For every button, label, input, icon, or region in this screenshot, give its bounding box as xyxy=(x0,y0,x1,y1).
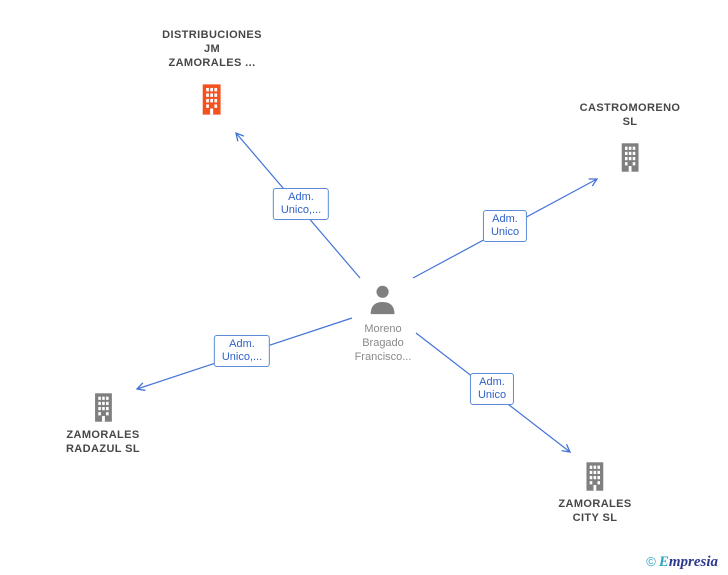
building-icon xyxy=(87,392,118,423)
building-icon xyxy=(196,83,229,116)
edge-label-adm-unico-castromoreno: Adm. Unico xyxy=(482,210,528,242)
company-name-line: ZAMORALES ... xyxy=(168,57,256,69)
copyright-icon: © xyxy=(646,554,656,569)
person-name-line: Francisco... xyxy=(354,351,412,363)
company-name-line: SL xyxy=(622,116,638,128)
edge-label-line: Adm. xyxy=(229,338,255,350)
company-name-line: JM xyxy=(203,43,221,55)
company-name: CASTROMORENO SL xyxy=(580,101,681,129)
logo-text: mpresia xyxy=(668,554,718,570)
company-name-line: ZAMORALES xyxy=(66,429,140,441)
company-node-zamorales-city[interactable]: ZAMORALES CITY SL xyxy=(558,461,631,525)
company-name-line: CASTROMORENO xyxy=(579,102,681,114)
edge-label-line: Adm. xyxy=(288,191,314,203)
company-name-line: RADAZUL SL xyxy=(65,443,141,455)
edge-label-line: Adm. xyxy=(479,376,505,388)
company-node-zamorales-radazul[interactable]: ZAMORALES RADAZUL SL xyxy=(66,392,140,456)
edge-label-line: Unico xyxy=(490,226,520,238)
edge-label-line: Adm. xyxy=(492,213,518,225)
company-name: ZAMORALES RADAZUL SL xyxy=(66,428,140,456)
person-icon xyxy=(366,283,400,317)
building-icon xyxy=(615,142,646,173)
logo-text-initial: E xyxy=(658,554,669,570)
company-name-line: ZAMORALES xyxy=(558,498,632,510)
person-name-line: Bragado xyxy=(362,337,404,349)
edge-label-adm-unico-city: Adm. Unico xyxy=(469,373,515,405)
person-name: Moreno Bragado Francisco... xyxy=(355,322,412,364)
person-node-moreno-bragado[interactable]: Moreno Bragado Francisco... xyxy=(355,283,412,364)
edge-label-line: Unico,... xyxy=(221,351,263,363)
company-name: ZAMORALES CITY SL xyxy=(558,497,631,525)
edge-label-line: Unico,... xyxy=(280,204,322,216)
edge-label-adm-unico-radazul: Adm. Unico,... xyxy=(213,335,271,367)
building-icon xyxy=(579,461,610,492)
person-name-line: Moreno xyxy=(364,323,402,335)
empresia-logo[interactable]: ©Empresia xyxy=(646,554,718,571)
edge-label-adm-unico-distribuciones: Adm. Unico,... xyxy=(272,188,330,220)
edge-label-line: Unico xyxy=(477,389,507,401)
company-name: DISTRIBUCIONES JM ZAMORALES ... xyxy=(162,28,262,70)
company-name-line: DISTRIBUCIONES xyxy=(162,29,262,41)
company-name-line: CITY SL xyxy=(572,512,618,524)
company-node-castromoreno[interactable]: CASTROMORENO SL xyxy=(580,101,681,173)
company-node-distribuciones-jm-zamorales[interactable]: DISTRIBUCIONES JM ZAMORALES ... xyxy=(162,28,262,116)
